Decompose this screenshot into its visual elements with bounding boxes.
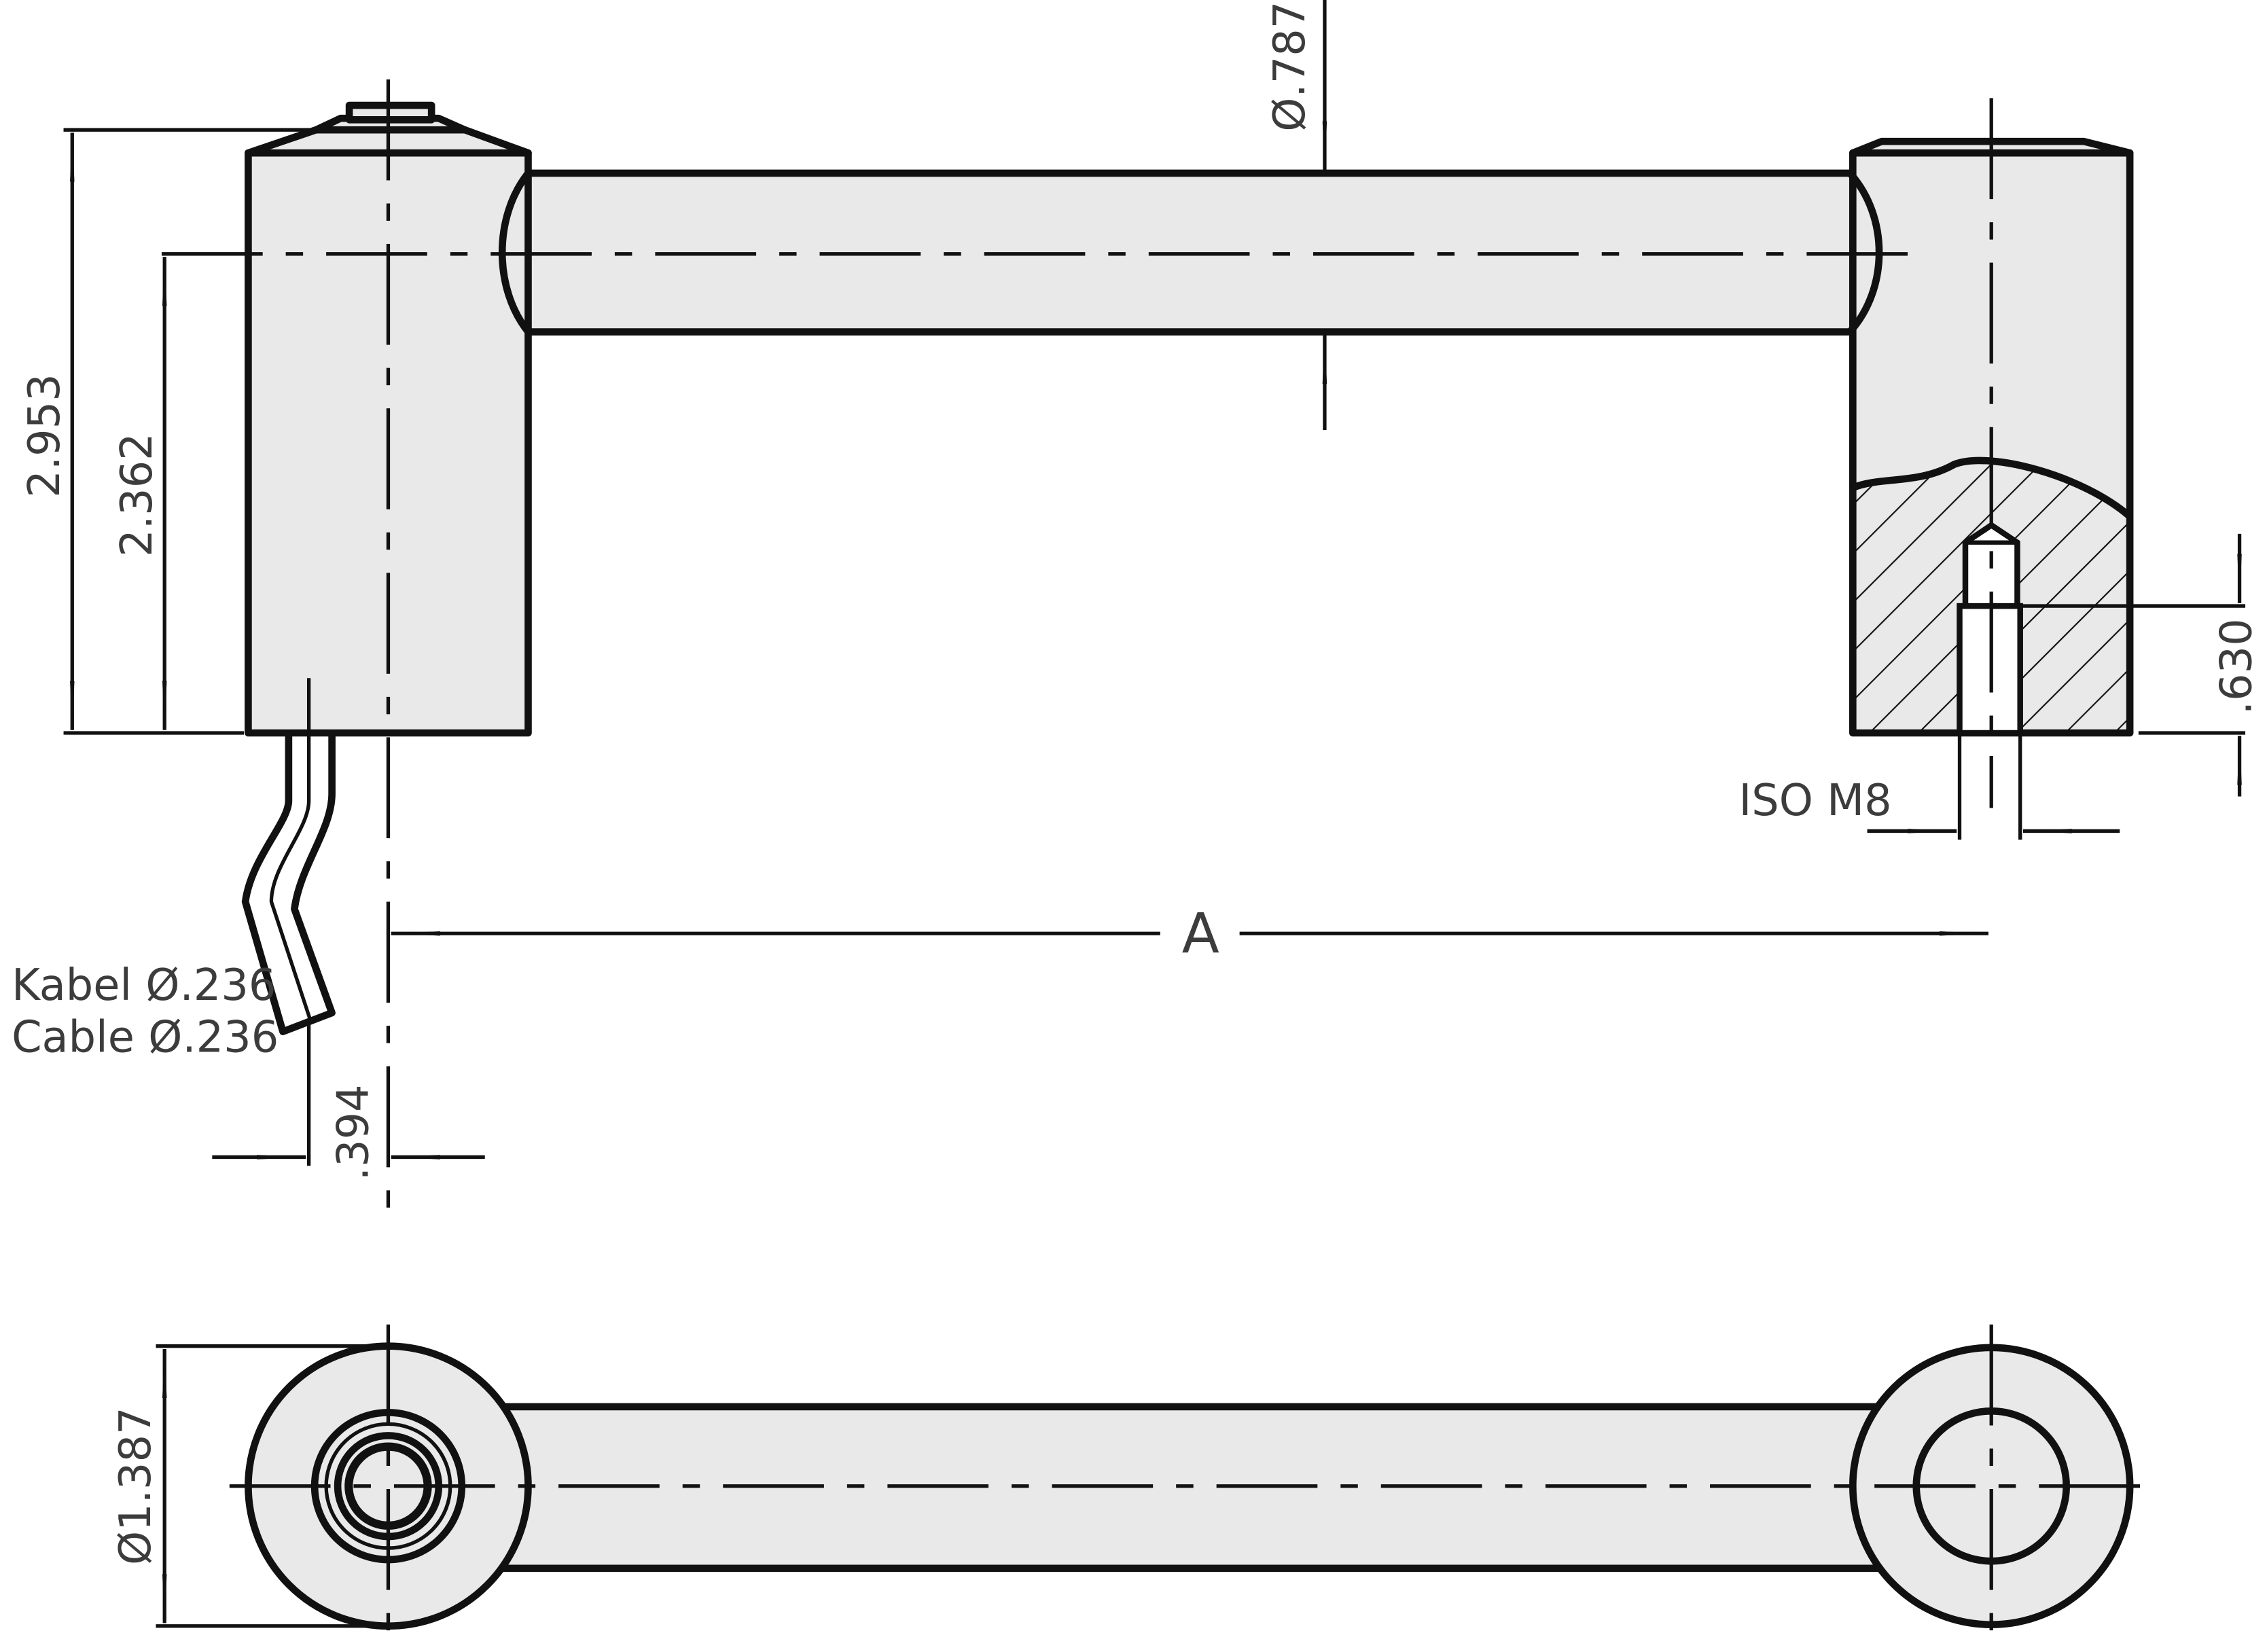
dim-overall-height: 2.953: [20, 374, 70, 497]
cable-label-en: Cable Ø.236: [12, 1012, 279, 1062]
dim-center-distance: A: [1182, 902, 1219, 966]
top-view: [156, 1324, 2156, 1652]
cable-label-de: Kabel Ø.236: [12, 960, 276, 1011]
front-view: [161, 79, 2134, 1213]
cable: [241, 678, 336, 1035]
dim-axis-height: 2.362: [112, 433, 162, 556]
dim-tube-diameter: Ø.787: [1265, 1, 1315, 132]
dimension-lines: [63, 0, 2246, 1166]
dim-thread-depth: .630: [2212, 618, 2262, 715]
switch-top: [345, 101, 435, 124]
dim-end-diameter: Ø1.387: [111, 1407, 161, 1565]
dim-cable-offset: .394: [329, 1084, 379, 1181]
dim-thread-spec: ISO M8: [1739, 776, 1892, 826]
